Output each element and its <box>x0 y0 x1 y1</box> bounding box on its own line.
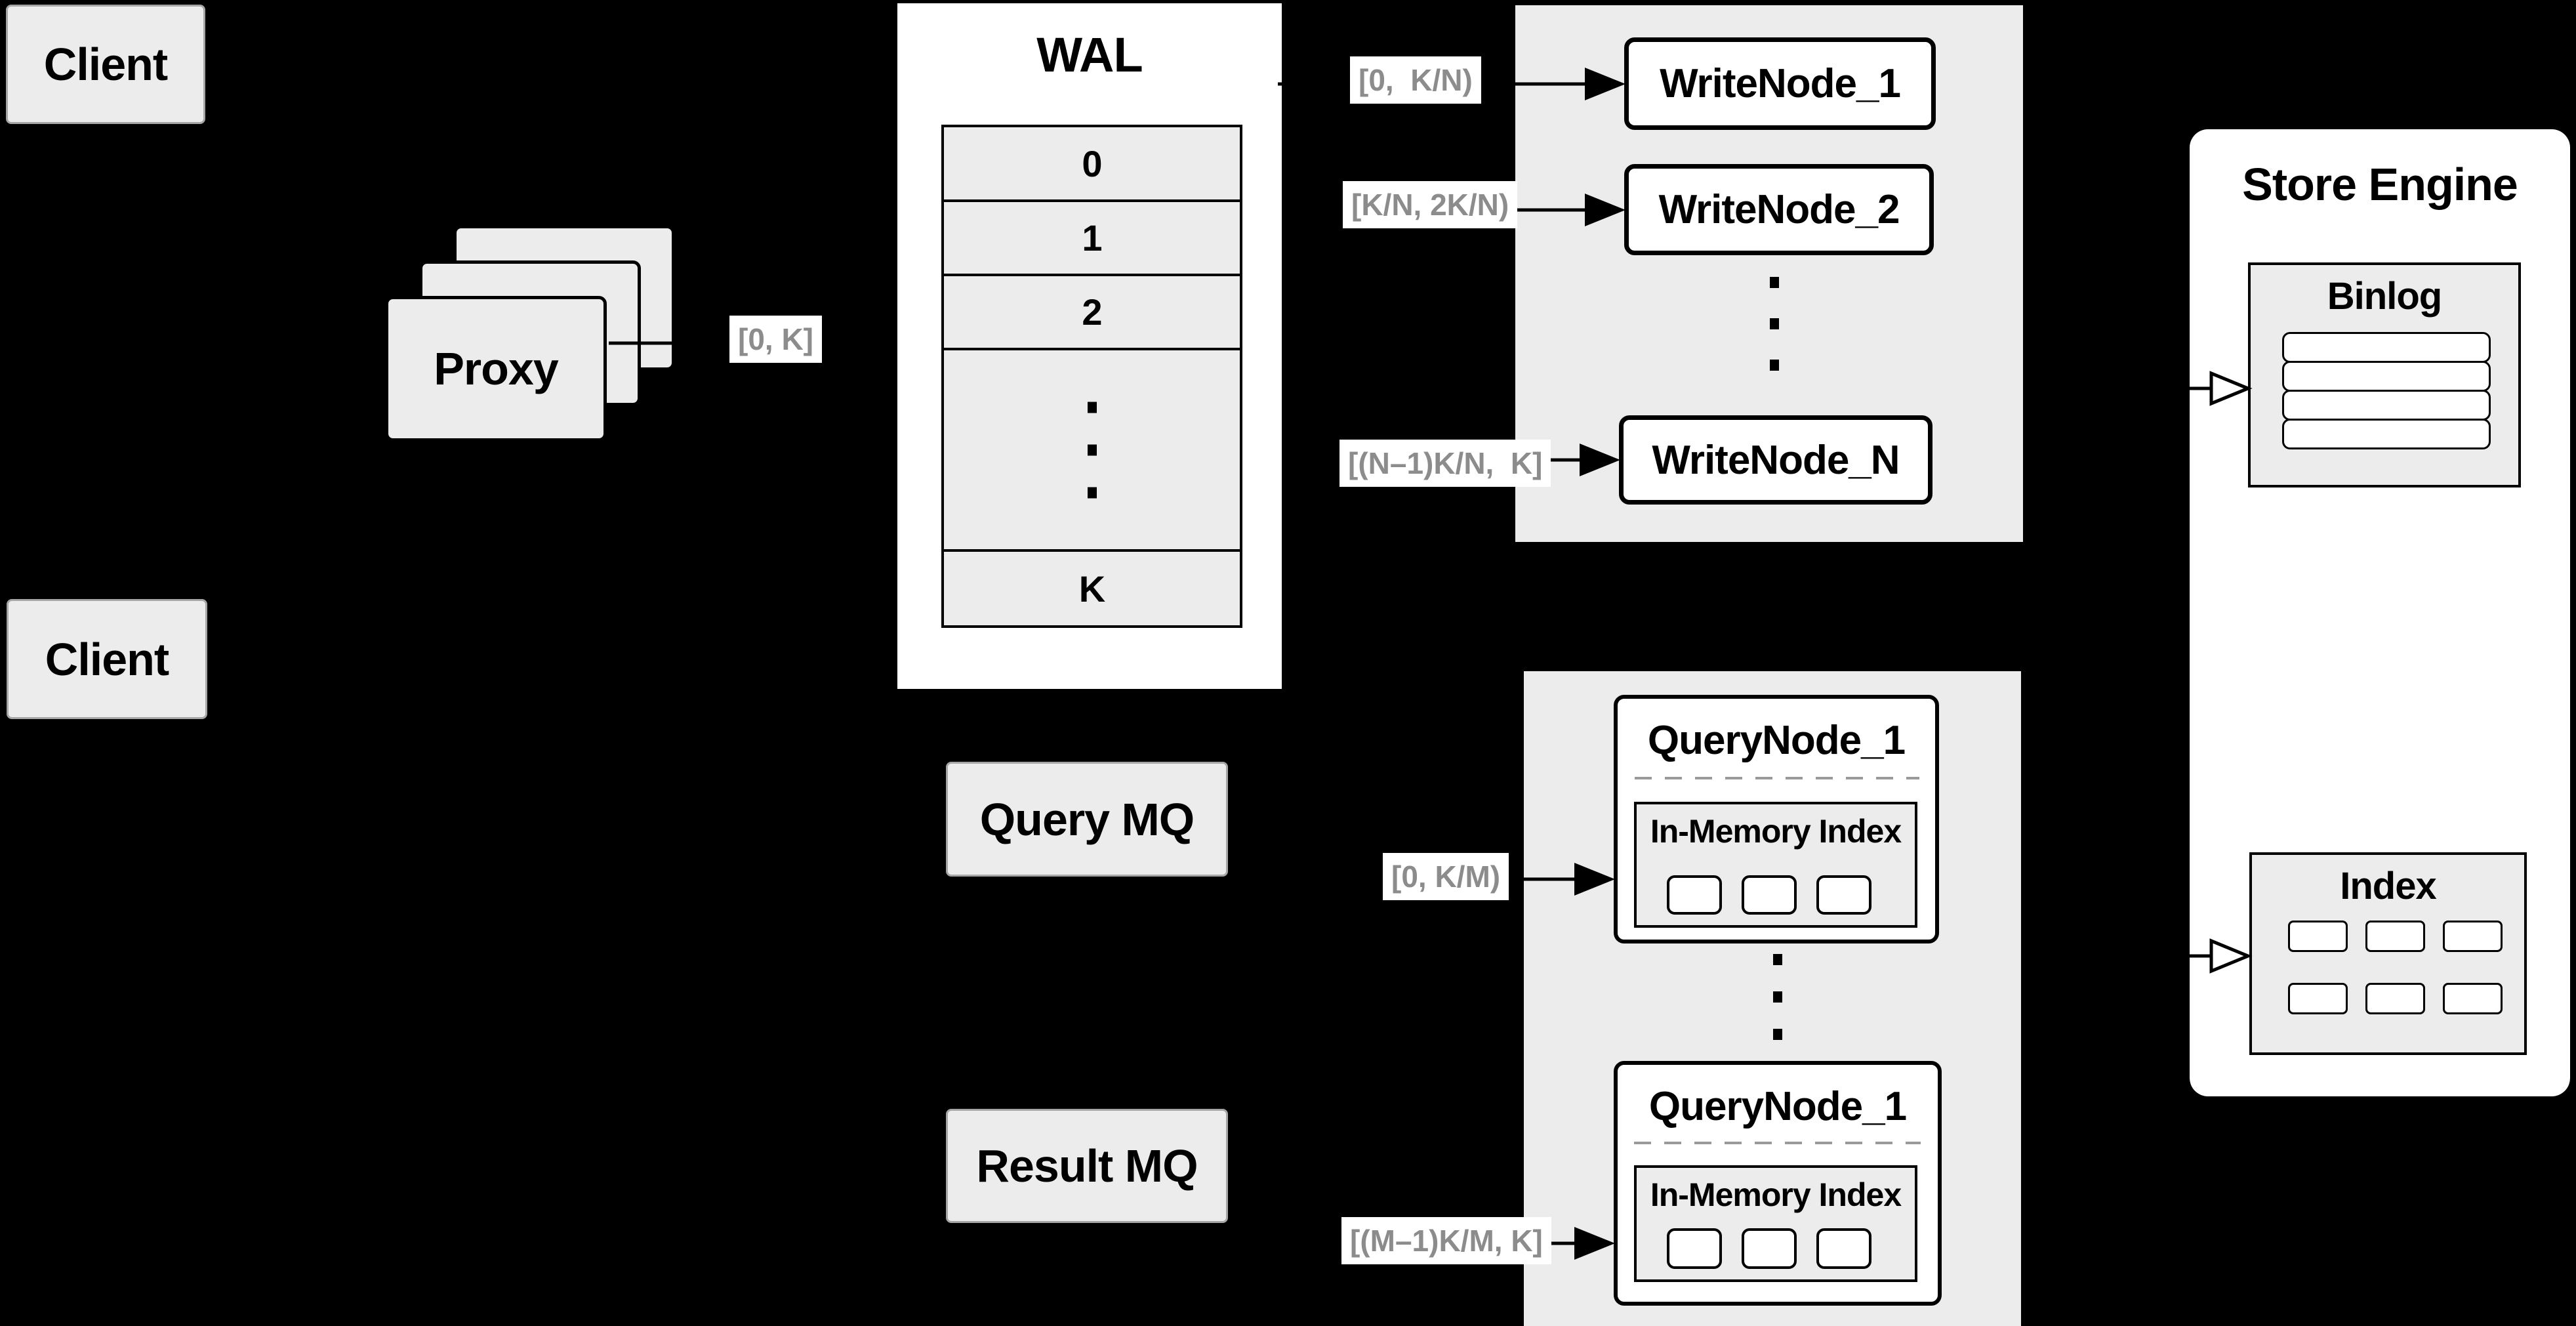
memory-segment-box <box>1816 875 1871 915</box>
wal-segment-row: K <box>1078 568 1105 610</box>
proxy-card-front: Proxy <box>385 296 607 442</box>
in-memory-index-box: In-Memory Index <box>1634 802 1917 928</box>
querynode-1-box: QueryNode_1 In-Memory Index <box>1614 695 1939 943</box>
in-memory-index-title: In-Memory Index <box>1650 813 1902 850</box>
wal-segment-row: 1 <box>944 202 1240 276</box>
store-engine-box: Store Engine Binlog Index <box>2190 129 2570 1096</box>
index-cell <box>2443 921 2503 952</box>
client-box-top: Client <box>6 5 205 124</box>
binlog-box: Binlog <box>2248 262 2521 487</box>
writenode-2-label: WriteNode_2 <box>1658 187 1900 232</box>
write-cluster-panel: WriteNode_1 WriteNode_2 WriteNode_N <box>1515 5 2023 542</box>
querynode-2-box: QueryNode_1 In-Memory Index <box>1614 1061 1942 1306</box>
index-cell <box>2288 983 2348 1014</box>
range-chip-write-1: [0, K/N) <box>1350 56 1481 104</box>
query-mq-box: Query MQ <box>946 762 1228 877</box>
range-chip-write-2: [K/N, 2K/N) <box>1343 181 1518 228</box>
client-top-label: Client <box>43 39 168 90</box>
index-cells-row <box>2288 921 2503 952</box>
binlog-title: Binlog <box>2327 275 2442 318</box>
writenode-2-box: WriteNode_2 <box>1624 164 1934 255</box>
binlog-row <box>2282 332 2491 363</box>
writenode-n-box: WriteNode_N <box>1619 415 1932 505</box>
memory-segments <box>1667 1228 1871 1269</box>
wal-segment-row: 2 <box>944 276 1240 350</box>
range-chip-proxy-wal: [0, K] <box>729 316 822 363</box>
client-bottom-label: Client <box>45 633 169 685</box>
result-mq-label: Result MQ <box>976 1140 1198 1191</box>
memory-segments <box>1667 875 1871 915</box>
index-cell <box>2288 921 2348 952</box>
binlog-row <box>2282 361 2491 392</box>
range-chip-write-n: [(N–1)K/N, K] <box>1339 440 1551 487</box>
querynode-2-title: QueryNode_1 <box>1648 1084 1907 1129</box>
query-cluster-panel: QueryNode_1 In-Memory Index QueryNode_1 … <box>1524 671 2021 1326</box>
writenode-1-label: WriteNode_1 <box>1660 61 1901 106</box>
memory-segment-box <box>1742 875 1797 915</box>
memory-segment-box <box>1667 1228 1722 1269</box>
index-box: Index <box>2249 852 2527 1055</box>
client-box-bottom: Client <box>7 599 207 719</box>
range-chip-query-m: [(M–1)K/M, K] <box>1341 1217 1551 1264</box>
proxy-label: Proxy <box>434 343 559 394</box>
ellipsis-dots-icon <box>1770 277 1779 371</box>
wal-segment-table: 0 1 2 K <box>941 125 1242 628</box>
querynode-1-title: QueryNode_1 <box>1647 718 1906 763</box>
memory-segment-box <box>1816 1228 1871 1269</box>
binlog-rows <box>2282 332 2491 449</box>
memory-segment-box <box>1742 1228 1797 1269</box>
binlog-row <box>2282 419 2491 449</box>
memory-segment-box <box>1667 875 1722 915</box>
ellipsis-dots-icon <box>1773 954 1782 1040</box>
query-mq-label: Query MQ <box>979 793 1195 845</box>
in-memory-index-title: In-Memory Index <box>1650 1176 1902 1213</box>
range-chip-query-1: [0, K/M) <box>1383 853 1509 900</box>
store-engine-title: Store Engine <box>2242 159 2518 210</box>
wal-segment-row: 0 <box>944 127 1240 202</box>
index-title: Index <box>2340 865 2437 907</box>
wal-box: WAL 0 1 2 K <box>897 3 1282 689</box>
result-mq-box: Result MQ <box>946 1109 1228 1223</box>
writenode-n-label: WriteNode_N <box>1652 437 1900 483</box>
wal-ellipsis-row <box>944 350 1240 552</box>
wal-title: WAL <box>1036 28 1143 82</box>
index-cell <box>2443 983 2503 1014</box>
writenode-1-box: WriteNode_1 <box>1624 37 1936 130</box>
index-cell <box>2365 983 2425 1014</box>
in-memory-index-box: In-Memory Index <box>1634 1165 1917 1282</box>
proxy-stack: Proxy <box>385 225 675 442</box>
binlog-row <box>2282 390 2491 421</box>
index-cell <box>2365 921 2425 952</box>
ellipsis-dots-icon <box>1087 402 1097 498</box>
index-cells-row <box>2288 983 2503 1014</box>
